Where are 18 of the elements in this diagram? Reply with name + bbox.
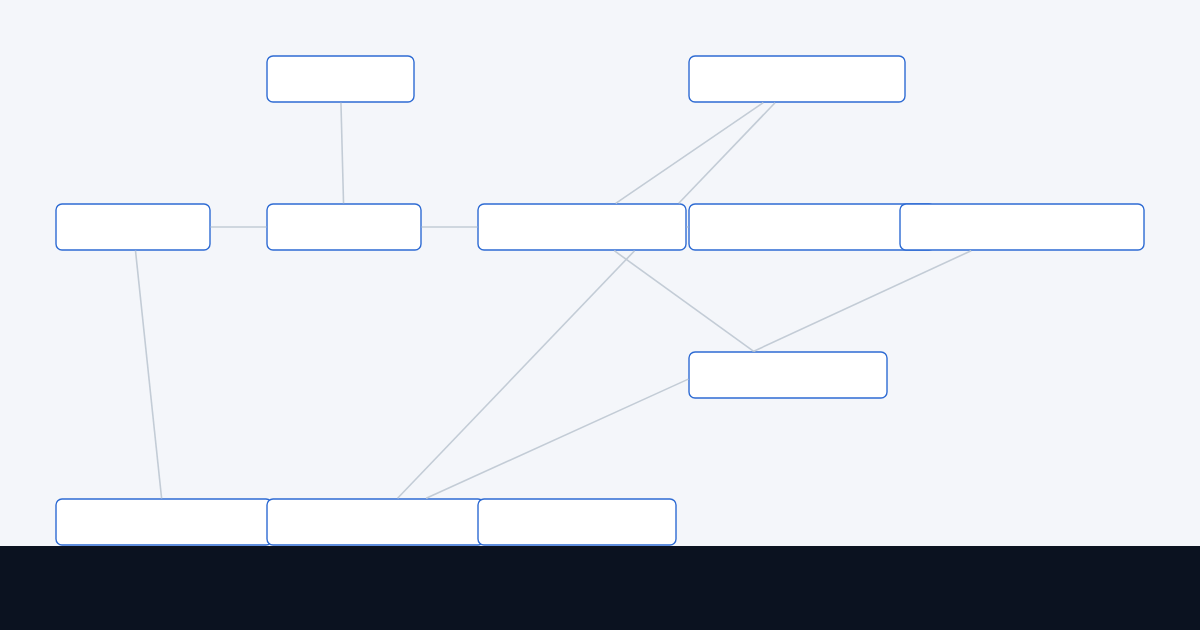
- node-box: [688, 55, 906, 103]
- connector-line: [677, 101, 776, 205]
- connector-line: [614, 101, 765, 205]
- node-box: [477, 498, 677, 546]
- node-box: [899, 203, 1145, 251]
- connector-line: [425, 378, 690, 500]
- connector-line: [752, 249, 972, 353]
- connector-line: [613, 249, 755, 353]
- connector-line: [209, 226, 268, 228]
- node-box: [55, 203, 211, 251]
- connector-line: [420, 226, 479, 228]
- connector-line: [340, 101, 345, 205]
- node-box: [266, 55, 415, 103]
- node-box: [688, 351, 888, 399]
- node-box: [477, 203, 687, 251]
- connector-line: [134, 249, 163, 500]
- node-box: [266, 203, 422, 251]
- connector-line: [396, 249, 636, 500]
